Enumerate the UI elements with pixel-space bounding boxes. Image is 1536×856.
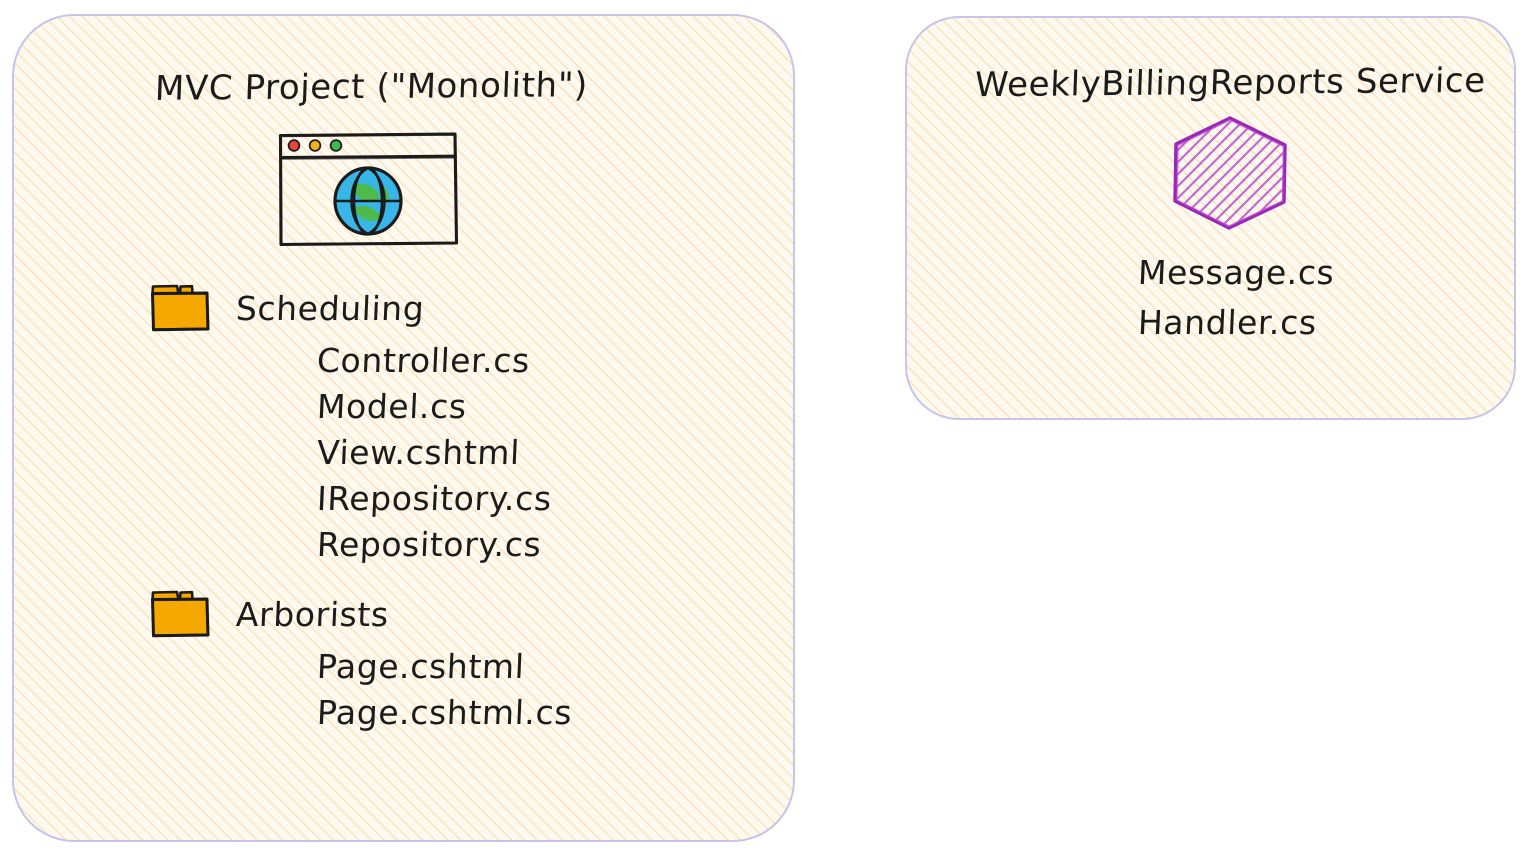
file-item[interactable]: Model.cs (316, 387, 468, 426)
folder-icon (151, 284, 210, 332)
folder-label: Arborists (235, 594, 390, 634)
file-item[interactable]: Handler.cs (1137, 303, 1318, 342)
file-item[interactable]: Message.cs (1137, 253, 1336, 292)
folder-row-scheduling[interactable]: Scheduling (150, 280, 750, 336)
card-mvc-project (12, 14, 795, 842)
file-list-service: Message.cs Handler.cs (1137, 248, 1336, 348)
folder-group-scheduling: Scheduling Controller.cs Model.cs View.c… (150, 280, 750, 568)
file-item[interactable]: Controller.cs (316, 341, 531, 380)
file-item[interactable]: Page.cshtml.cs (316, 693, 573, 732)
hexagon-icon (1173, 116, 1287, 230)
browser-window-globe-icon (278, 132, 459, 247)
file-item[interactable]: IRepository.cs (316, 479, 553, 518)
file-item[interactable]: View.cshtml (316, 433, 521, 472)
card-weeklybillingreports-service (905, 16, 1516, 420)
page-title-mvc-project: MVC Project ("Monolith") (154, 65, 589, 109)
folder-label: Scheduling (235, 288, 426, 328)
folder-group-arborists: Arborists Page.cshtml Page.cshtml.cs (150, 586, 750, 736)
folder-row-arborists[interactable]: Arborists (150, 586, 750, 642)
project-file-tree: Scheduling Controller.cs Model.cs View.c… (150, 280, 750, 754)
file-item[interactable]: Page.cshtml (316, 647, 526, 686)
page-title-service: WeeklyBillingReports Service (974, 60, 1487, 106)
folder-icon (151, 590, 210, 638)
file-item[interactable]: Repository.cs (316, 525, 543, 564)
file-list-scheduling: Controller.cs Model.cs View.cshtml IRepo… (150, 338, 750, 568)
file-list-arborists: Page.cshtml Page.cshtml.cs (150, 644, 750, 736)
